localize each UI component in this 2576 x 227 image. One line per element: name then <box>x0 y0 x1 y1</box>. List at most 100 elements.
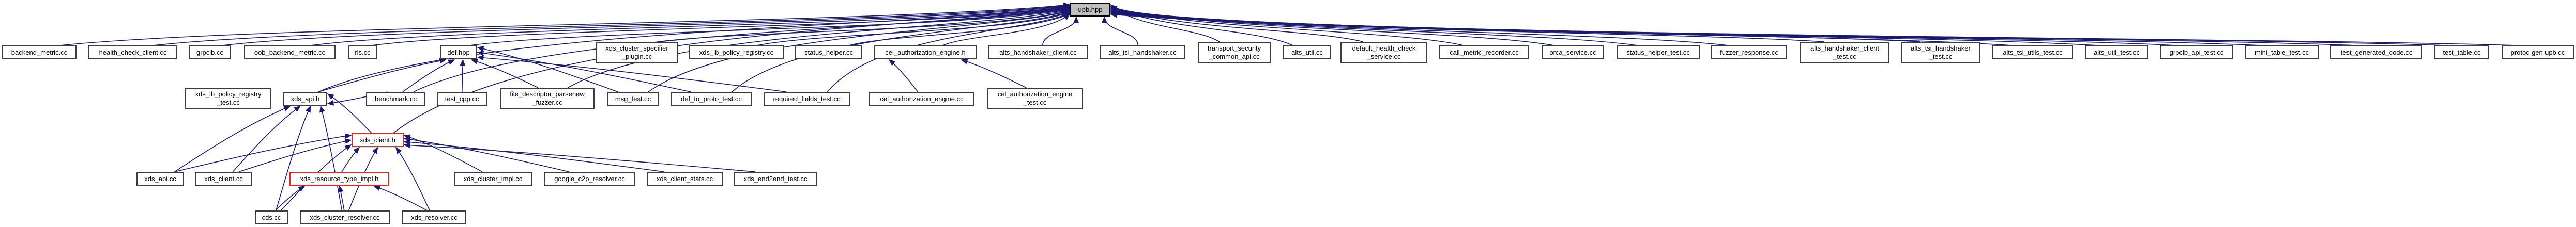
edge-xapi_h-to-def <box>318 58 447 92</box>
edge-gat-to-upb <box>1110 9 2176 46</box>
graph-node-mtt[interactable]: mini_table_test.cc <box>2245 45 2319 59</box>
graph-node-xcsp[interactable]: xds_cluster_specifier _plugin.cc <box>596 42 678 63</box>
graph-node-aut[interactable]: alts_util_test.cc <box>2085 45 2148 59</box>
graph-node-sht[interactable]: status_helper_test.cc <box>1617 45 1700 59</box>
graph-node-dtpt[interactable]: def_to_proto_test.cc <box>671 92 752 106</box>
graph-node-atut[interactable]: alts_tsi_utils_test.cc <box>1992 45 2073 59</box>
edge-bench-to-def <box>402 59 455 92</box>
edge-dhcs-to-upb <box>1110 5 1364 42</box>
graph-node-cae_cc[interactable]: cel_authorization_engine.cc <box>869 92 974 106</box>
edge-def-to-upb <box>469 7 1071 46</box>
edge-xrti_h-to-xclient_h <box>341 147 360 172</box>
edge-rft-to-upb <box>827 12 1071 92</box>
edge-cds-to-xrti_h <box>275 186 306 211</box>
edge-xci-to-xclient_h <box>403 134 483 172</box>
graph-node-xci[interactable]: xds_cluster_impl.cc <box>454 172 532 186</box>
graph-node-ahct[interactable]: alts_handshaker_client _test.cc <box>1800 42 1889 63</box>
edge-cae_cc-to-cae_h <box>888 59 919 92</box>
edge-cds-to-xapi_h <box>276 105 311 211</box>
graph-node-xlpr[interactable]: xds_lb_policy_registry.cc <box>689 45 784 59</box>
graph-node-orca[interactable]: orca_service.cc <box>1542 45 1604 59</box>
graph-node-cae_h[interactable]: cel_authorization_engine.h <box>874 45 977 59</box>
graph-node-xclient_cc[interactable]: xds_client.cc <box>195 172 252 186</box>
edge-xcs-to-xclient_h <box>403 139 664 172</box>
graph-node-xapi_h[interactable]: xds_api.h <box>283 92 327 106</box>
graph-node-bench[interactable]: benchmark.cc <box>366 92 425 106</box>
graph-node-ahc[interactable]: alts_handshaker_client.cc <box>988 45 1088 59</box>
edge-xlpr-to-upb <box>757 11 1071 46</box>
edge-rls-to-upb <box>371 6 1071 46</box>
edge-aut-to-upb <box>1110 9 2098 46</box>
edge-xcr-to-xrti_h <box>338 185 345 211</box>
edge-fdpf-to-upb <box>568 8 1071 88</box>
graph-node-xclient_h[interactable]: xds_client.h <box>352 133 404 147</box>
edge-cae_h-to-upb <box>942 13 1071 46</box>
edge-tcpp-to-def <box>460 59 466 92</box>
edge-msgt-to-upb <box>648 10 1071 92</box>
graph-node-xrti_h[interactable]: xds_resource_type_impl.h <box>289 172 389 186</box>
edge-bench-to-upb <box>413 7 1071 92</box>
graph-node-cmr[interactable]: call_metric_recorder.cc <box>1439 45 1529 59</box>
graph-node-xapi_cc[interactable]: xds_api.cc <box>136 172 184 186</box>
edge-dtpt-to-def <box>477 50 691 92</box>
edge-xclient_h-to-xapi_h <box>327 93 372 134</box>
edge-xclient_cc-to-xclient_h <box>238 138 352 172</box>
graph-node-dhcs[interactable]: default_health_check _service.cc <box>1340 42 1427 63</box>
edge-xapi_h-to-upb <box>318 5 1071 92</box>
graph-node-oob[interactable]: oob_backend_metric.cc <box>244 45 336 59</box>
edge-pgu-to-upb <box>1110 12 2518 46</box>
graph-node-hcc[interactable]: health_check_client.cc <box>88 45 177 59</box>
graph-node-xcr[interactable]: xds_cluster_resolver.cc <box>300 210 390 224</box>
graph-node-fr[interactable]: fuzzer_response.cc <box>1711 45 1787 59</box>
edge-rft-to-def <box>477 55 786 92</box>
graph-node-cds[interactable]: cds.cc <box>255 210 288 224</box>
edge-cae_t-to-cae_h <box>961 59 1027 88</box>
graph-node-def[interactable]: def.hpp <box>440 45 477 59</box>
edge-gc2p-to-xclient_h <box>403 136 569 172</box>
graph-node-rft[interactable]: required_fields_test.cc <box>764 92 850 106</box>
graph-node-fdpf[interactable]: file_descriptor_parsenew _fuzzer.cc <box>500 88 595 109</box>
graph-node-xcs[interactable]: xds_client_stats.cc <box>647 172 723 186</box>
edge-dtpt-to-upb <box>731 11 1071 92</box>
graph-node-msgt[interactable]: msg_test.cc <box>607 92 659 106</box>
edge-ath-to-upb <box>1101 16 1138 46</box>
graph-node-sh[interactable]: status_helper.cc <box>795 45 862 59</box>
edge-ahc-to-upb <box>1042 16 1079 46</box>
graph-node-rls[interactable]: rls.cc <box>348 45 377 59</box>
edge-xapi_cc-to-xapi_h <box>174 106 291 172</box>
edge-grpclb-to-upb <box>222 4 1071 46</box>
graph-node-gc2p[interactable]: google_c2p_resolver.cc <box>544 172 635 186</box>
graph-node-pgu[interactable]: protoc-gen-upb.cc <box>2502 45 2574 59</box>
edge-oob-to-upb <box>310 4 1071 46</box>
graph-node-xres[interactable]: xds_resolver.cc <box>402 210 466 224</box>
edge-mtt-to-upb <box>1110 10 2262 46</box>
edge-xclient_cc-to-xapi_h <box>232 106 301 172</box>
graph-node-cae_t[interactable]: cel_authorization_engine _test.cc <box>987 88 1083 109</box>
edge-sh-to-upb <box>848 13 1071 46</box>
graph-node-tcpp[interactable]: test_cpp.cc <box>437 92 487 106</box>
edge-bm-to-upb <box>59 2 1071 46</box>
graph-node-tsca[interactable]: transport_security _common_api.cc <box>1198 42 1271 63</box>
graph-node-bm[interactable]: backend_metric.cc <box>2 45 77 59</box>
edge-fdpf-to-def <box>470 59 539 88</box>
graph-node-xlprt[interactable]: xds_lb_policy_registry _test.cc <box>185 88 271 109</box>
graph-node-upb[interactable]: upb.hpp <box>1070 3 1110 17</box>
edge-xapi_cc-to-xclient_h <box>174 133 352 172</box>
edge-xres-to-xrti_h <box>373 185 428 211</box>
edge-xe2e-to-xclient_h <box>403 142 755 172</box>
edge-xcr-to-xapi_h <box>319 105 343 211</box>
graph-node-xe2e[interactable]: xds_end2end_test.cc <box>734 172 817 186</box>
graph-node-gat[interactable]: grpclb_api_test.cc <box>2160 45 2233 59</box>
edge-tsca-to-upb <box>1110 4 1220 42</box>
edge-msgt-to-def <box>477 46 618 92</box>
graph-node-atht[interactable]: alts_tsi_handshaker _test.cc <box>1901 42 1980 63</box>
graph-node-tgc[interactable]: test_generated_code.cc <box>2330 45 2422 59</box>
graph-node-au[interactable]: alts_util.cc <box>1283 45 1331 59</box>
edge-xres-to-xclient_h <box>395 147 430 211</box>
graph-node-ath[interactable]: alts_tsi_handshaker.cc <box>1100 45 1185 59</box>
edge-fr-to-upb <box>1110 7 1729 46</box>
graph-node-grpclb[interactable]: grpclb.cc <box>189 45 231 59</box>
graph-node-tt[interactable]: test_table.cc <box>2434 45 2489 59</box>
